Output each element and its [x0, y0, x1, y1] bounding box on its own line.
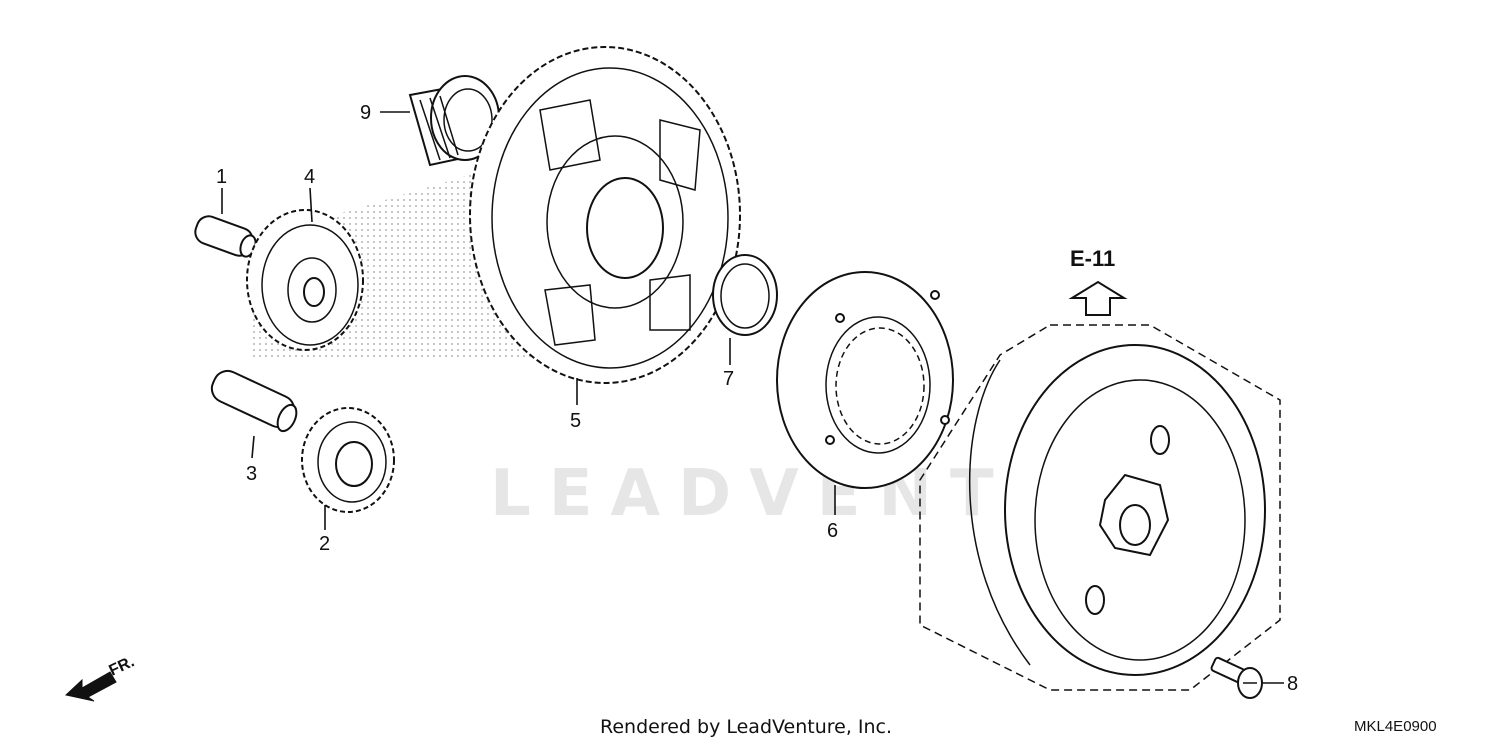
footer-credit: Rendered by LeadVenture, Inc.	[600, 716, 893, 738]
callout-5: 5	[570, 410, 581, 432]
flywheel-envelope	[919, 324, 1281, 691]
part-3-pin[interactable]	[207, 366, 300, 434]
part-7-o-ring[interactable]	[712, 254, 778, 336]
direction-label: FR.	[107, 653, 138, 679]
callout-8: 8	[1287, 673, 1298, 695]
part-2-gear[interactable]	[301, 407, 395, 513]
callout-1: 1	[216, 166, 227, 188]
reference-label: E-11	[1070, 246, 1115, 271]
part-4-gear[interactable]	[246, 209, 364, 351]
part-8-bolt[interactable]	[1210, 656, 1263, 699]
part-6-one-way-clutch[interactable]	[776, 271, 954, 489]
callout-7: 7	[723, 368, 734, 390]
callout-9: 9	[360, 102, 371, 124]
part-9-bearing[interactable]	[408, 75, 502, 167]
callout-6: 6	[827, 520, 838, 542]
callout-3: 3	[246, 463, 257, 485]
callout-4: 4	[304, 166, 315, 188]
reference-arrow-e11[interactable]: E-11	[1068, 246, 1128, 316]
diagram-code: MKL4E0900	[1354, 718, 1437, 735]
flywheel-rotor[interactable]	[968, 344, 1266, 676]
part-1-pin[interactable]	[192, 213, 258, 259]
callout-2: 2	[319, 533, 330, 555]
front-direction-arrow: FR.	[64, 653, 138, 702]
part-5-starter-gear[interactable]	[469, 46, 741, 384]
